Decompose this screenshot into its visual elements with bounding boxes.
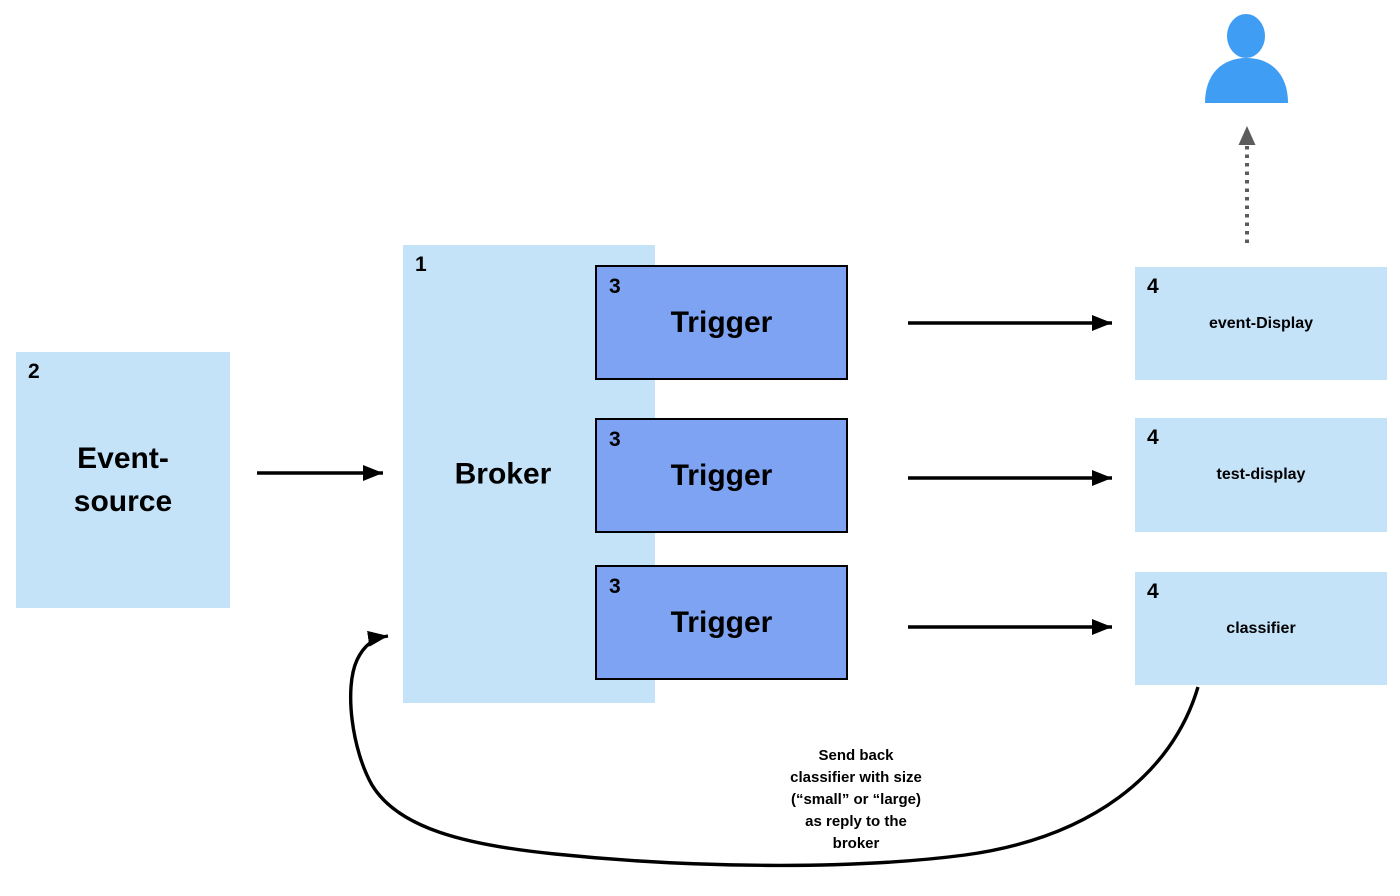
trigger-label: Trigger [670, 305, 773, 339]
step-number-1: 1 [415, 253, 427, 276]
user-icon [1205, 14, 1288, 103]
step-number-4: 4 [1147, 275, 1159, 298]
trigger-label: Trigger [670, 458, 773, 492]
step-number-4: 4 [1147, 426, 1159, 449]
step-number-3: 3 [609, 428, 621, 451]
service-label-test-display: test-display [1216, 466, 1306, 483]
service-label-classifier: classifier [1226, 619, 1296, 637]
service-box-classifier: 4 classifier [1135, 572, 1387, 685]
dashed-arrow-to-user [1238, 126, 1256, 243]
step-number-3: 3 [609, 275, 621, 298]
service-box-event-display: 4 event-Display [1135, 267, 1387, 380]
event-source-label: Event- source [73, 441, 173, 519]
step-number-3: 3 [609, 575, 621, 598]
trigger-label: Trigger [670, 605, 773, 639]
service-label-event-display: event-Display [1208, 314, 1314, 332]
trigger-box-2: 3 Trigger [595, 418, 848, 533]
step-number-4: 4 [1147, 580, 1159, 603]
trigger-box-1: 3 Trigger [595, 265, 848, 380]
event-source-box: 2 Event- source [16, 352, 230, 608]
reply-annotation-text: Send back classifier with size (“small” … [790, 747, 922, 852]
service-box-test-display: 4 test-display [1135, 418, 1387, 532]
broker-label: Broker [454, 457, 552, 491]
step-number-2: 2 [28, 360, 40, 383]
trigger-box-3: 3 Trigger [595, 565, 848, 680]
